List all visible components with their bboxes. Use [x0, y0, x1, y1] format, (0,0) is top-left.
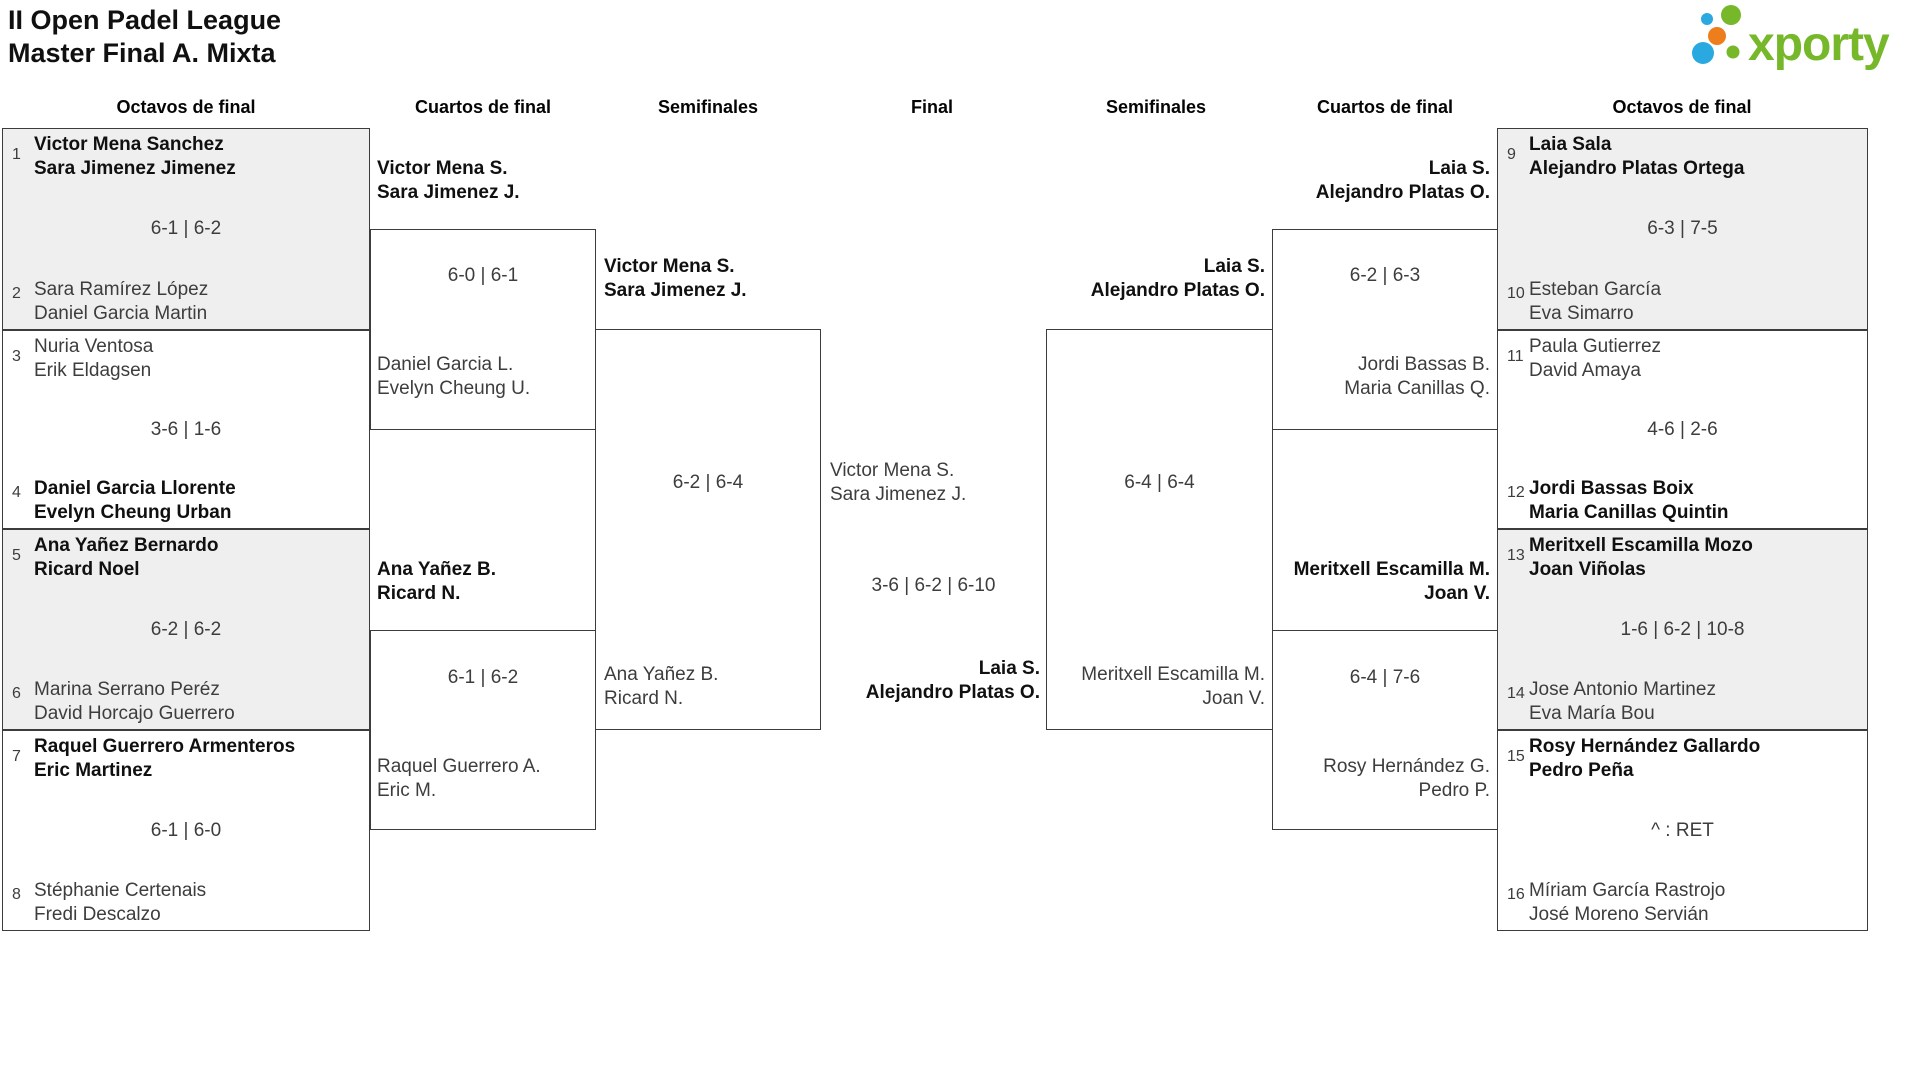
seed-number: 8 — [12, 886, 21, 903]
seed-number: 13 — [1507, 547, 1525, 564]
qf-bracket-left-bottom[interactable] — [370, 630, 596, 830]
round-header-semis-right: Semifinales — [1105, 97, 1207, 117]
advancing-team: Victor Mena S.Sara Jimenez J. — [604, 256, 747, 301]
match-score: 6-2 | 6-2 — [150, 618, 222, 640]
round-header-octavos-right: Octavos de final — [1612, 97, 1752, 117]
qf-bracket-right-bottom[interactable] — [1272, 630, 1498, 830]
advancing-team: Ana Yañez B.Ricard N. — [377, 559, 496, 604]
round-header-octavos-left: Octavos de final — [116, 97, 256, 117]
match-score: 6-1 | 6-2 — [150, 218, 222, 239]
round-header-cuartos-right: Cuartos de final — [1316, 97, 1454, 117]
logo-text: xporty — [1748, 18, 1890, 71]
seed-number: 5 — [12, 547, 21, 564]
round-header-final: Final — [910, 97, 954, 117]
seed-number: 10 — [1507, 285, 1525, 302]
round-header-semis-left: Semifinales — [657, 97, 759, 117]
eliminated-team: Jordi Bassas B.Maria Canillas Q. — [1344, 354, 1490, 399]
match-score: 6-3 | 7-5 — [1647, 218, 1718, 239]
xporty-logo[interactable]: xporty — [1678, 2, 1916, 76]
seed-number: 12 — [1507, 484, 1525, 501]
page-title: II Open Padel League Master Final A. Mix… — [8, 4, 281, 70]
match-score: 6-2 | 6-3 — [1349, 265, 1421, 286]
seed-number: 14 — [1507, 685, 1525, 702]
match-score: 6-1 | 6-2 — [447, 667, 519, 688]
match-score: 6-4 | 6-4 — [1124, 472, 1195, 493]
eliminated-team: Ana Yañez B.Ricard N. — [604, 664, 719, 709]
seed-number: 2 — [12, 285, 21, 302]
seed-number: 3 — [12, 348, 21, 365]
seed-number: 15 — [1507, 748, 1525, 765]
finalist-team: Victor Mena S.Sara Jimenez J. — [830, 460, 967, 505]
match-score: 3-6 | 1-6 — [150, 418, 222, 440]
seed-number: 9 — [1507, 146, 1516, 163]
seed-number: 16 — [1507, 886, 1525, 903]
eliminated-team: Rosy Hernández G.Pedro P. — [1323, 756, 1490, 801]
match-score: 4-6 | 2-6 — [1647, 418, 1718, 440]
page-title-line1: II Open Padel League — [8, 5, 282, 35]
seed-number: 7 — [12, 748, 21, 765]
eliminated-team: Raquel Guerrero A.Eric M. — [377, 756, 541, 801]
seed-number: 11 — [1507, 348, 1524, 365]
match-score: 1-6 | 6-2 | 10-8 — [1620, 618, 1745, 640]
advancing-team: Laia S.Alejandro Platas O. — [1090, 256, 1265, 301]
final-score: 3-6 | 6-2 | 6-10 — [871, 575, 996, 596]
seed-number: 6 — [12, 685, 21, 702]
seed-number: 1 — [12, 146, 21, 163]
advancing-team: Laia S.Alejandro Platas O. — [1315, 158, 1490, 203]
seed-number: 4 — [12, 484, 21, 501]
advancing-team: Meritxell Escamilla M.Joan V. — [1293, 559, 1490, 604]
sf-bracket-left[interactable] — [595, 329, 821, 730]
advancing-team: Victor Mena S.Sara Jimenez J. — [377, 158, 520, 203]
eliminated-team: Meritxell Escamilla M.Joan V. — [1081, 664, 1265, 709]
logo-dots-icon — [1692, 5, 1741, 64]
page-title-line2: Master Final A. Mixta — [8, 38, 276, 68]
champion-team: Laia S.Alejandro Platas O. — [865, 658, 1040, 703]
match-score: 6-1 | 6-0 — [150, 819, 222, 841]
match-score: ^ : RET — [1651, 819, 1714, 841]
round-header-cuartos-left: Cuartos de final — [414, 97, 552, 117]
match-score: 6-0 | 6-1 — [447, 265, 519, 286]
eliminated-team: Daniel Garcia L.Evelyn Cheung U. — [377, 354, 531, 399]
sf-bracket-right[interactable] — [1046, 329, 1273, 730]
match-score: 6-2 | 6-4 — [672, 472, 744, 493]
match-score: 6-4 | 7-6 — [1349, 667, 1421, 688]
